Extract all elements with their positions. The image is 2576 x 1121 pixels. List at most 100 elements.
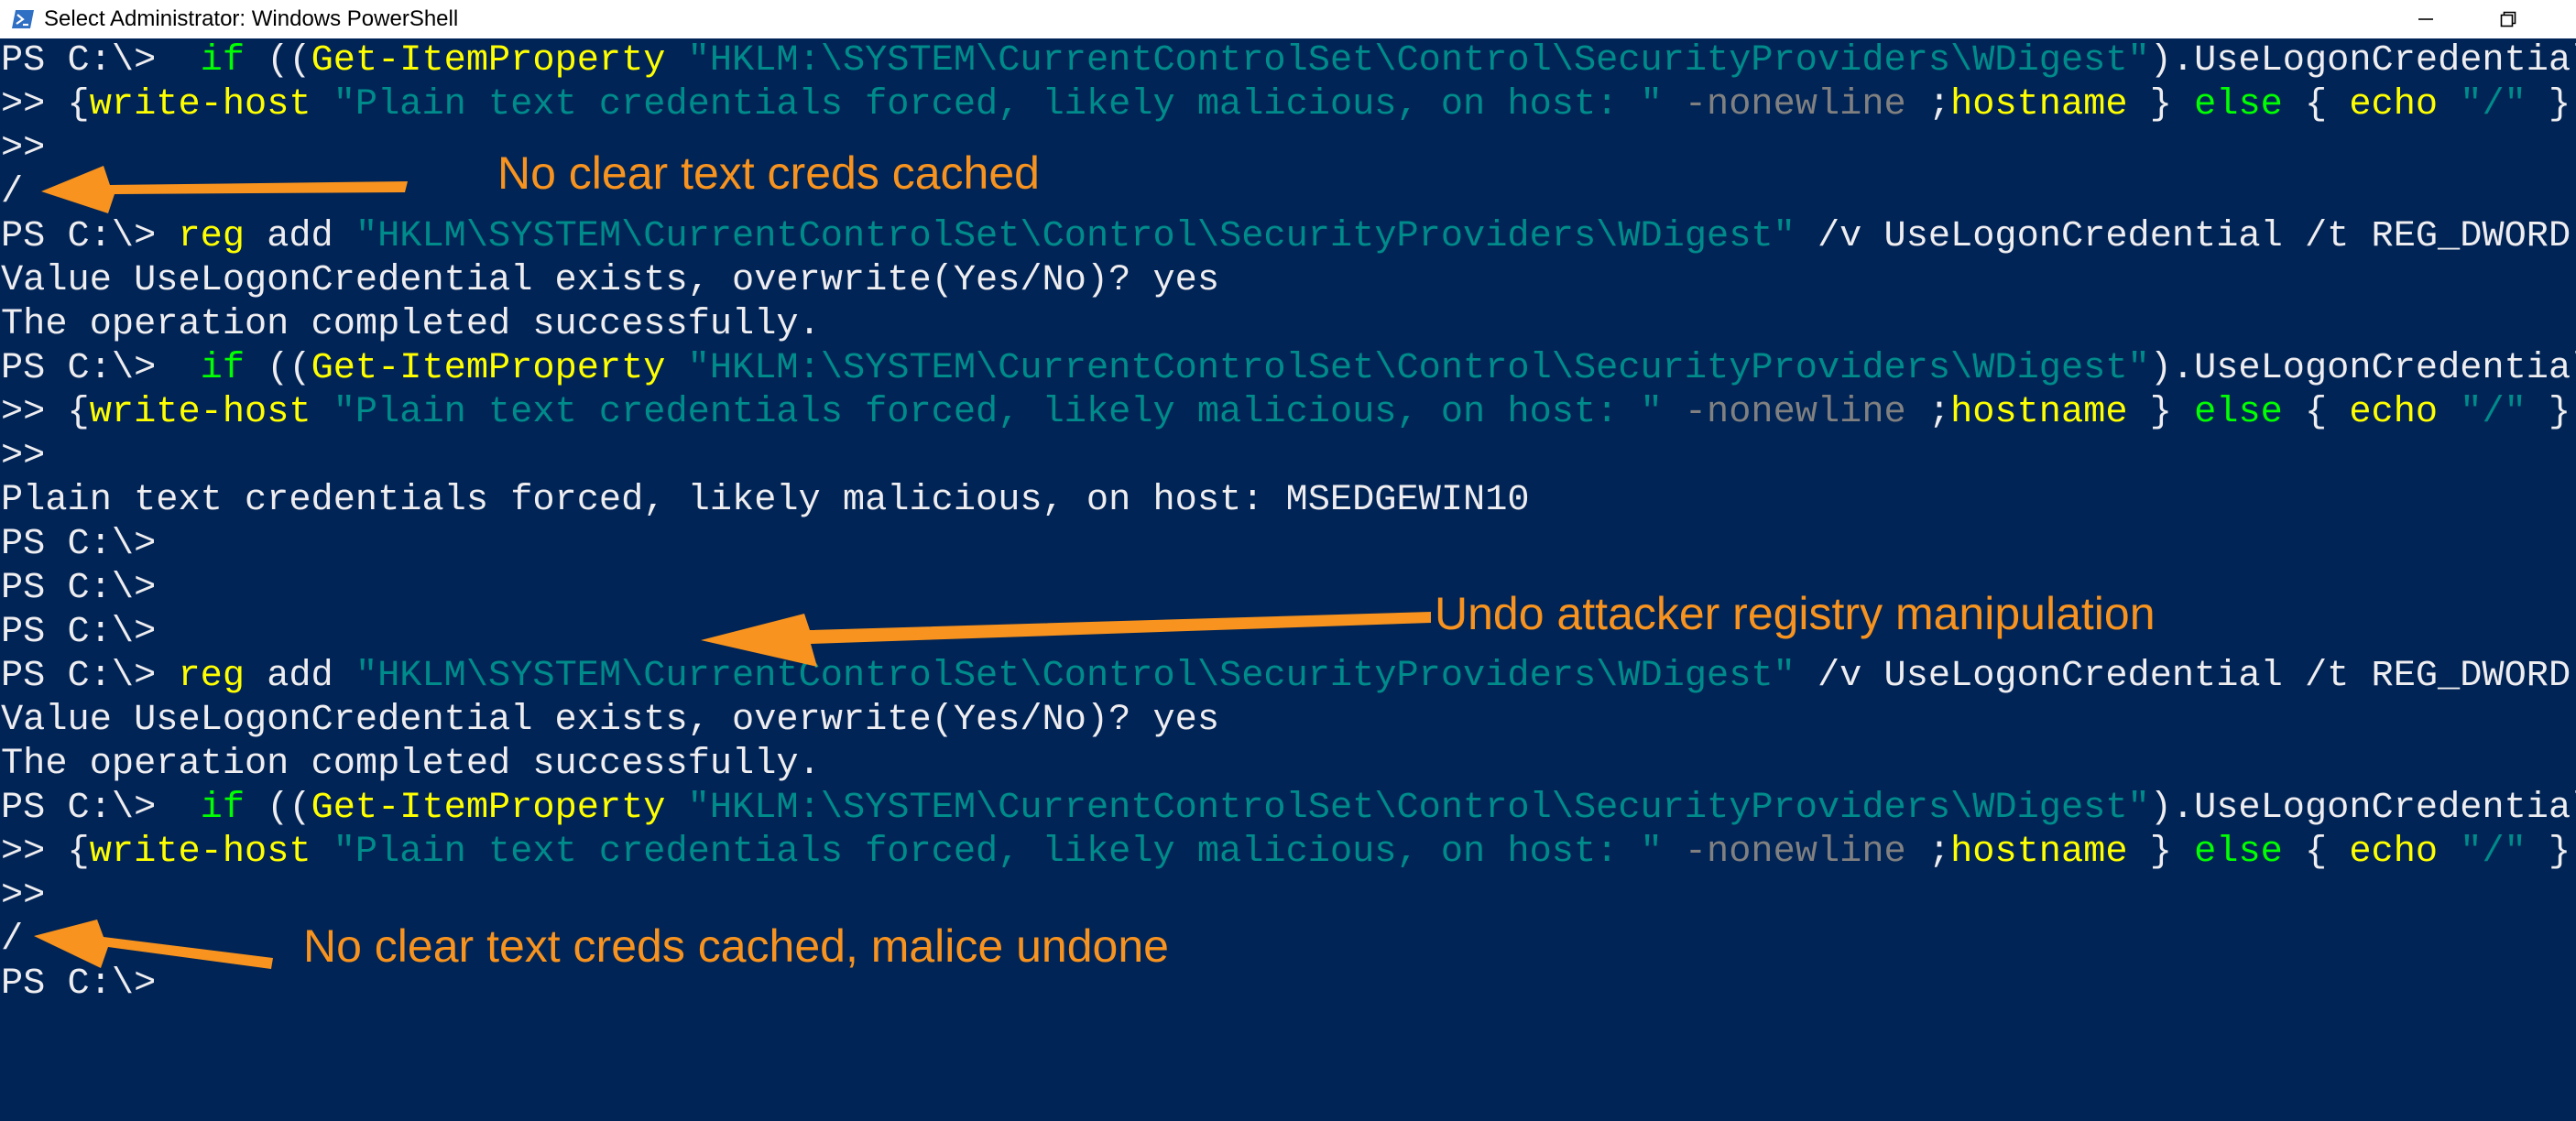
console-text: PS C:\> [1, 567, 157, 609]
annotation-label-2: Undo attacker registry manipulation [1435, 588, 2156, 639]
keyword-token: else [2194, 831, 2283, 873]
console-line: The operation completed successfully. [0, 302, 2576, 346]
cmdlet-token: Get-ItemProperty [311, 787, 666, 829]
cmdlet-token: write-host [89, 831, 311, 873]
string-token: "Plain text credentials forced, likely m… [333, 391, 1663, 433]
console-text [2438, 831, 2460, 873]
console-text: The operation completed successfully. [1, 303, 821, 345]
console-text: /v UseLogonCredential /t REG_DWORD /d 0 [1817, 655, 2571, 697]
console-text: ).UseLogonCredential [2149, 787, 2576, 829]
console-line: PS C:\> if ((Get-ItemProperty "HKLM:\SYS… [0, 786, 2576, 830]
console-line: / [0, 918, 2576, 962]
string-token: "/" [2460, 83, 2527, 125]
console-text: >> { [1, 831, 90, 873]
annotation-label-1: No clear text creds cached [497, 147, 1040, 199]
console-text: Value UseLogonCredential exists, overwri… [1, 259, 1220, 301]
keyword-token: if [200, 39, 246, 82]
cmdlet-token: Get-ItemProperty [311, 347, 666, 389]
console-line: PS C:\> if ((Get-ItemProperty "HKLM:\SYS… [0, 346, 2576, 390]
console-text: { [2282, 831, 2350, 873]
console-line: PS C:\> reg add "HKLM\SYSTEM\CurrentCont… [0, 214, 2576, 258]
console-text: PS C:\> [1, 611, 157, 653]
console-line: PS C:\> [0, 522, 2576, 566]
console-output[interactable]: PS C:\> if ((Get-ItemProperty "HKLM:\SYS… [0, 38, 2576, 1121]
restore-button[interactable] [2473, 0, 2543, 38]
console-line: PS C:\> [0, 610, 2576, 654]
console-text [1663, 391, 1685, 433]
operator-token: -nonewline [1684, 83, 1906, 125]
cmdlet-token: write-host [89, 391, 311, 433]
console-text: PS C:\> [1, 215, 179, 257]
console-line: >> {write-host "Plain text credentials f… [0, 390, 2576, 434]
keyword-token: if [200, 787, 246, 829]
console-text: } [2127, 391, 2195, 433]
minimize-button[interactable] [2391, 0, 2461, 38]
console-text: >> [1, 875, 46, 917]
console-text: >> { [1, 83, 90, 125]
console-text: PS C:\> [1, 655, 179, 697]
console-text: >> [1, 127, 46, 169]
console-text: Plain text credentials forced, likely ma… [1, 479, 1530, 521]
string-token: "HKLM:\SYSTEM\CurrentControlSet\Control\… [687, 39, 2150, 82]
console-text: Value UseLogonCredential exists, overwri… [1, 699, 1220, 741]
console-line: >> {write-host "Plain text credentials f… [0, 82, 2576, 126]
cmdlet-token: hostname [1950, 391, 2128, 433]
console-text [311, 83, 333, 125]
cmdlet-token: reg [178, 655, 246, 697]
console-text [2438, 391, 2460, 433]
console-line: / [0, 170, 2576, 214]
console-text [1663, 831, 1685, 873]
keyword-token: else [2194, 83, 2283, 125]
console-text: (( [245, 39, 311, 82]
powershell-icon [12, 10, 34, 28]
cmdlet-token: Get-ItemProperty [311, 39, 666, 82]
string-token: "HKLM\SYSTEM\CurrentControlSet\Control\S… [355, 655, 1796, 697]
console-text: PS C:\> [1, 523, 157, 565]
minimize-icon [2418, 18, 2433, 20]
keyword-token: if [200, 347, 246, 389]
console-text: PS C:\> [1, 39, 201, 82]
console-text: ).UseLogonCredential [2149, 39, 2576, 82]
console-text [311, 391, 333, 433]
console-text [665, 347, 687, 389]
title-bar[interactable]: Select Administrator: Windows PowerShell [0, 0, 2576, 38]
string-token: "Plain text credentials forced, likely m… [333, 83, 1663, 125]
console-text: ; [1905, 83, 1951, 125]
console-line: >> [0, 126, 2576, 170]
console-text [665, 39, 687, 82]
console-text: /v UseLogonCredential /t REG_DWORD /d 1 [1817, 215, 2571, 257]
console-text: { [2282, 391, 2350, 433]
console-text: ; [1905, 391, 1951, 433]
cmdlet-token: write-host [89, 83, 311, 125]
console-text [1663, 83, 1685, 125]
console-text: } [2526, 83, 2571, 125]
cmdlet-token: echo [2349, 83, 2439, 125]
cmdlet-token: hostname [1950, 831, 2128, 873]
console-line: Value UseLogonCredential exists, overwri… [0, 698, 2576, 742]
cmdlet-token: hostname [1950, 83, 2128, 125]
console-text: PS C:\> [1, 963, 157, 1005]
console-text: PS C:\> [1, 787, 201, 829]
string-token: "/" [2460, 831, 2527, 873]
string-token: "HKLM:\SYSTEM\CurrentControlSet\Control\… [687, 787, 2150, 829]
console-text: } [2526, 831, 2571, 873]
operator-token: -nonewline [1684, 391, 1906, 433]
console-text: add [245, 655, 355, 697]
console-line: >> [0, 434, 2576, 478]
cmdlet-token: echo [2349, 391, 2439, 433]
keyword-token: else [2194, 391, 2283, 433]
console-text: add [245, 215, 355, 257]
console-line: PS C:\> [0, 566, 2576, 610]
console-text: ; [1905, 831, 1951, 873]
console-text: (( [245, 787, 311, 829]
console-line: PS C:\> [0, 962, 2576, 1006]
console-text: } [2127, 83, 2195, 125]
console-text: / [1, 171, 24, 213]
restore-icon [2500, 11, 2516, 27]
console-line: Plain text credentials forced, likely ma… [0, 478, 2576, 522]
console-text: PS C:\> [1, 347, 201, 389]
window-title: Select Administrator: Windows PowerShell [44, 6, 459, 31]
annotation-label-3: No clear text creds cached, malice undon… [303, 920, 1169, 972]
console-text [311, 831, 333, 873]
